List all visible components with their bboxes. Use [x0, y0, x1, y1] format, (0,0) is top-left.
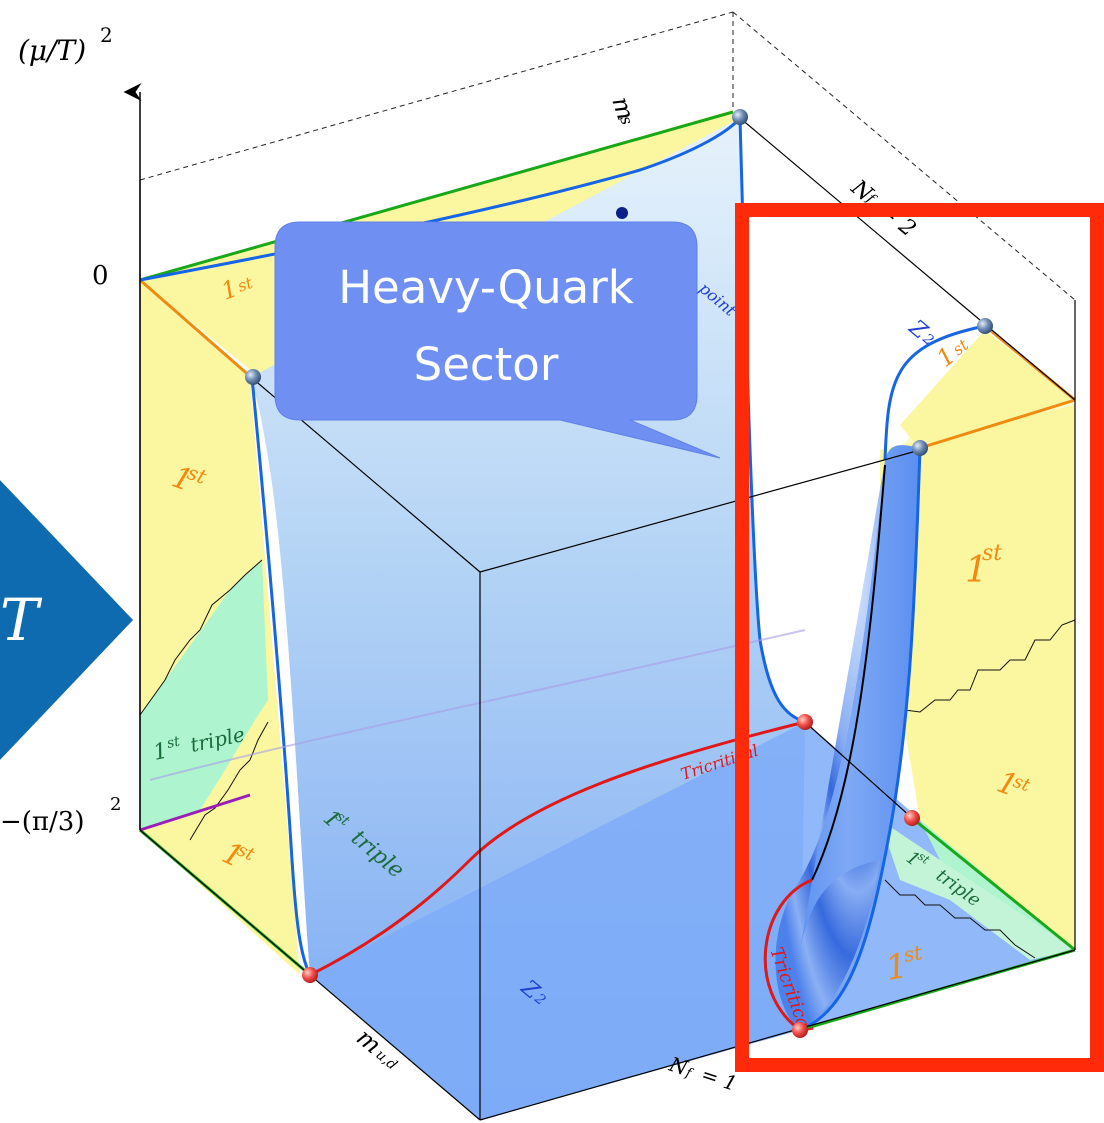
left-face [139, 280, 300, 975]
heavy-quark-callout: Heavy-Quark Sector [274, 221, 721, 459]
mu-axis-label: (μ/T) [18, 34, 86, 67]
red-point-right [904, 810, 920, 826]
region-first-right-lower-st: st [1010, 771, 1033, 797]
red-point-center [797, 714, 813, 730]
region-first-bottom-right-st: st [902, 940, 925, 967]
critical-point-dot [616, 207, 628, 219]
axis-labels: (μ/T) 2 0 −(π/3) 2 [0, 23, 121, 837]
mu-axis-exponent: 2 [100, 23, 113, 47]
blue-point-right-top [977, 318, 993, 334]
blue-point-right [912, 440, 928, 456]
left-arrow-text: T [0, 586, 43, 654]
region-first-right-mid: 1 [965, 550, 988, 591]
heavy-quark-highlight-box [735, 203, 1104, 1072]
nf1-value: = 1 [698, 1062, 740, 1096]
mud-sub: u,d [372, 1047, 399, 1074]
tick-neg-exponent: 2 [110, 794, 121, 815]
blue-point-top [732, 109, 748, 125]
region-first-top-left-st: st [235, 273, 256, 296]
back-edges [139, 11, 1076, 301]
left-arrow-shape: T [0, 476, 139, 764]
region-first-triple-left-st: st [166, 734, 182, 752]
callout-line2: Sector [414, 338, 559, 391]
blue-point-left [245, 369, 261, 385]
red-point-bottom [792, 1022, 808, 1038]
tick-neg: −(π/3) [0, 807, 84, 837]
callout-line1: Heavy-Quark [338, 261, 634, 314]
heavy-quark-tube [763, 324, 986, 1032]
critical-points [245, 109, 993, 1038]
region-first-triple-left: 1 [151, 739, 170, 766]
tick-zero: 0 [92, 261, 109, 291]
region-first-right-mid-st: st [982, 541, 1002, 566]
red-point-left [302, 967, 318, 983]
